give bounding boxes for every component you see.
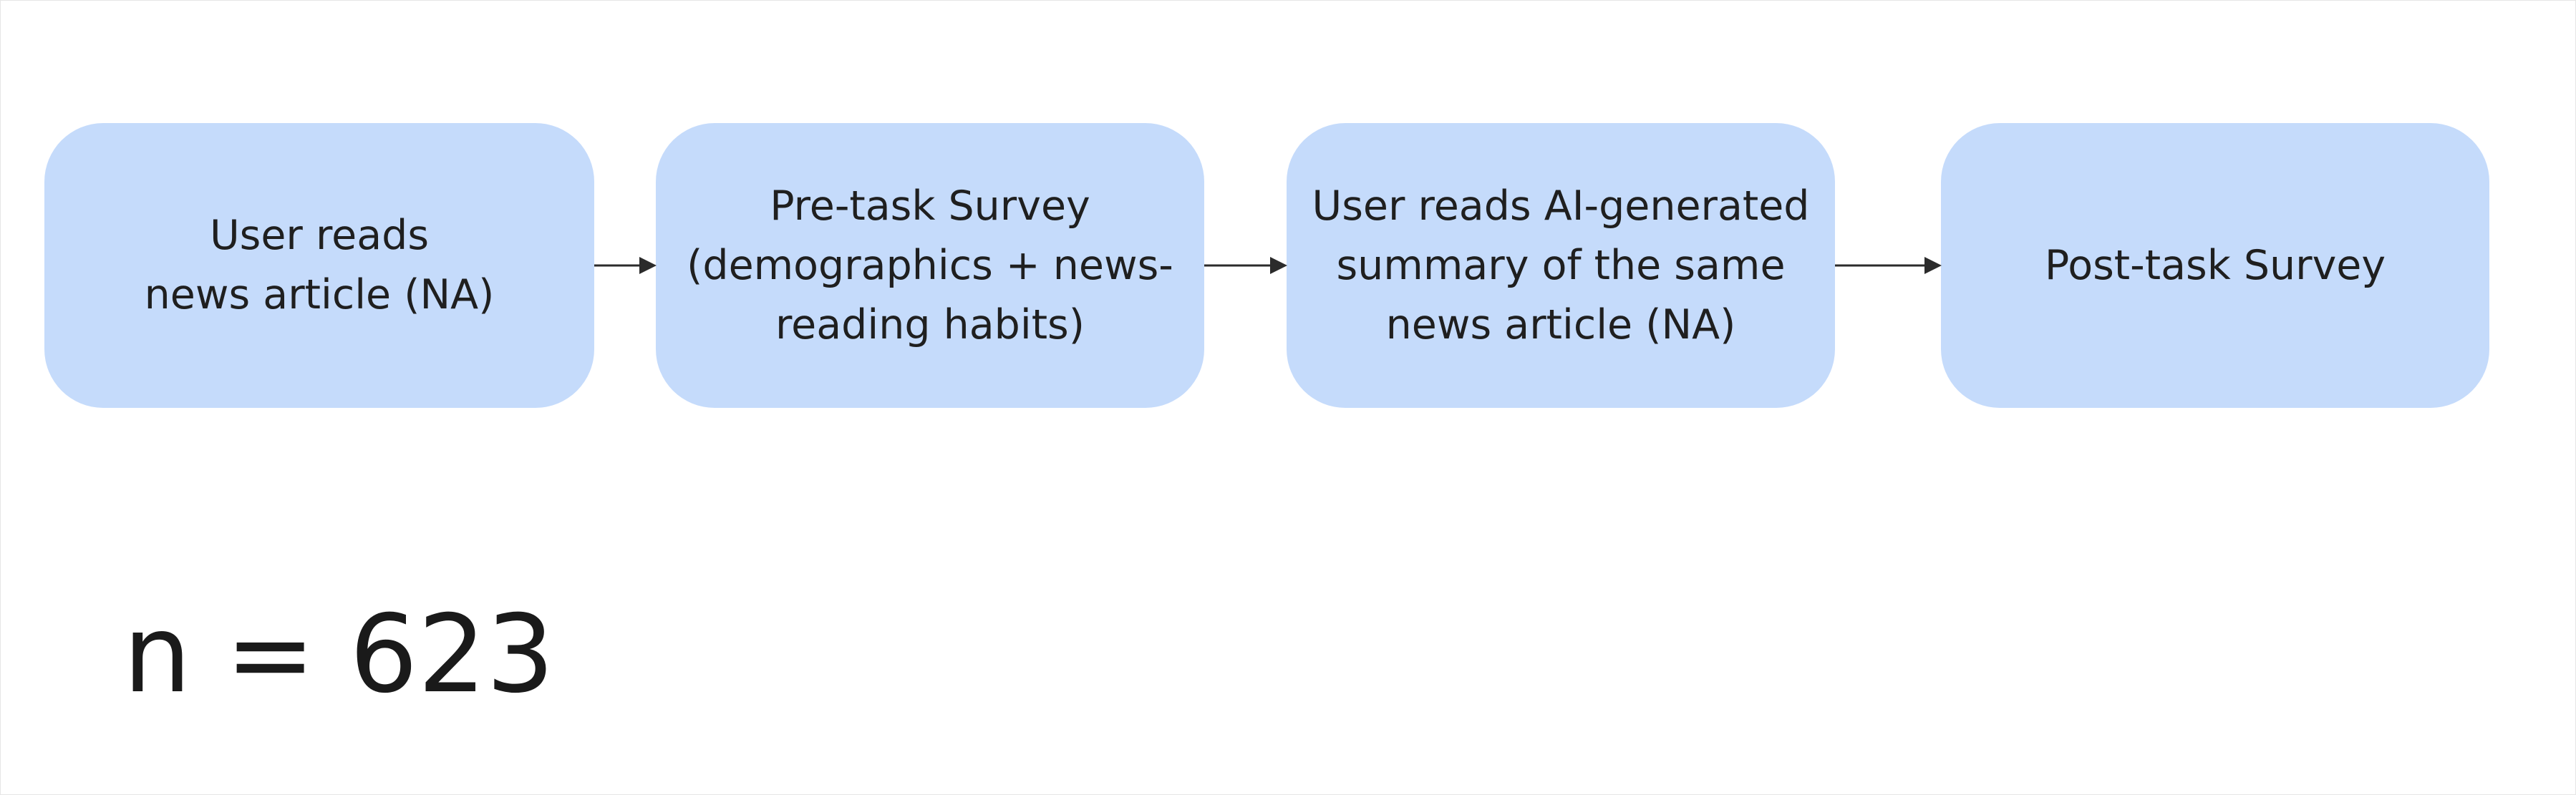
step-box-read-article: User reads news article (NA)	[44, 123, 594, 408]
step-label: Post-task Survey	[2044, 241, 2386, 289]
step-label: User reads AI-generated summary of the s…	[1312, 182, 1810, 348]
step-label: User reads news article (NA)	[144, 212, 495, 318]
step-box-post-task-survey: Post-task Survey	[1941, 123, 2489, 408]
step-box-read-ai-summary: User reads AI-generated summary of the s…	[1287, 123, 1835, 408]
step-box-pre-task-survey: Pre-task Survey (demographics + news- re…	[656, 123, 1204, 408]
sample-size-label: n = 623	[123, 592, 555, 717]
step-label: Pre-task Survey (demographics + news- re…	[687, 182, 1173, 348]
